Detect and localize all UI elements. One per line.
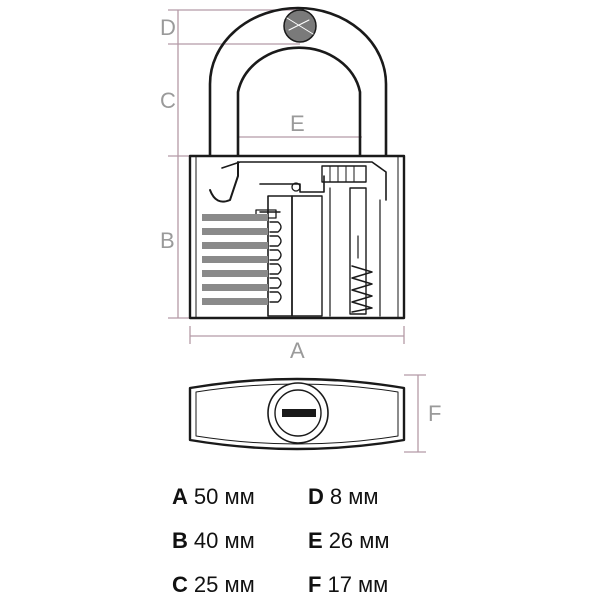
dimension-label-c: C [160, 88, 176, 113]
dimension-label-f: F [428, 401, 441, 426]
dimension-label-b: B [160, 228, 175, 253]
dimension-label-a: A [290, 338, 305, 363]
padlock-bottom-view [188, 377, 406, 451]
dimension-label-e: E [290, 111, 305, 136]
lock-body [188, 154, 406, 320]
dimension-lines [168, 9, 426, 453]
dimension-label-d: D [160, 15, 176, 40]
spring [351, 265, 373, 313]
shackle [208, 6, 388, 192]
key-slot [282, 409, 316, 417]
keyway-stripes [202, 214, 268, 305]
pin-tumblers [269, 221, 282, 303]
